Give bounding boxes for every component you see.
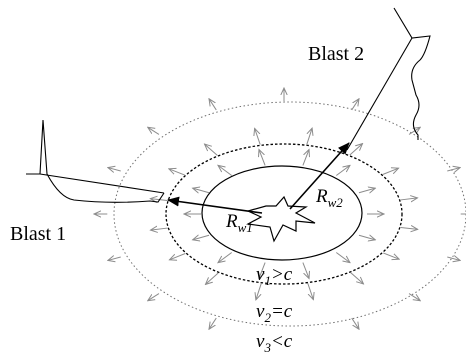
outward-arrow-icon [255, 128, 261, 145]
outward-arrow-icon [335, 165, 350, 176]
outward-arrow-icon [108, 168, 121, 171]
blast2-pressure-waveform [393, 7, 431, 140]
outward-arrow-icon [148, 127, 160, 135]
outward-arrow-icon [108, 257, 121, 260]
rw2-arrow [289, 142, 350, 210]
outward-arrow-icon [193, 188, 210, 193]
outward-arrow-icon [209, 317, 217, 329]
rw1-label: Rw1 [225, 211, 253, 235]
outward-arrow-icon [408, 293, 420, 301]
blast2-label: Blast 2 [308, 43, 364, 65]
outward-arrow-icon [205, 272, 219, 284]
outward-arrow-icon [350, 272, 364, 284]
v1-label: v1>c [256, 264, 293, 288]
outward-arrow-icon [358, 235, 375, 240]
outward-arrow-icon [400, 198, 418, 200]
outward-arrow-icon [193, 235, 210, 240]
outward-arrow-icon [259, 262, 266, 279]
outward-arrow-icon [302, 262, 309, 279]
middle-wavefront-ring [165, 143, 403, 285]
blast1-pressure-waveform [26, 119, 165, 203]
outward-arrow-icon [358, 188, 375, 193]
outward-arrow-icon [150, 228, 168, 230]
outward-arrow-icon [447, 257, 460, 260]
v2-label: v2=c [256, 301, 293, 325]
outward-arrow-icon [209, 99, 217, 111]
outward-arrow-icon [306, 128, 312, 145]
outward-arrow-icon [335, 252, 350, 263]
blast2-propagation-line [346, 37, 413, 151]
rw2-label: Rw2 [315, 186, 343, 210]
outward-arrow-icon [218, 165, 233, 176]
outward-arrow-icon [218, 252, 233, 263]
outward-arrow-icon [256, 283, 262, 300]
outward-arrow-icon [349, 144, 363, 156]
outward-arrow-icon [150, 199, 168, 201]
blast-source-star-icon [246, 195, 316, 243]
outward-arrow-icon [351, 99, 359, 111]
inner-wavefront-ring [201, 165, 363, 261]
outward-arrow-icon [383, 252, 399, 259]
outward-arrow-icon [148, 293, 160, 301]
outward-arrow-icon [351, 317, 359, 329]
outward-arrow-icon [169, 253, 186, 259]
outward-arrow-icon [447, 168, 460, 171]
outer-wavefront-ring [113, 101, 466, 327]
outward-arrows-group [94, 88, 466, 329]
outward-arrow-icon [204, 144, 218, 156]
v3-label: v3<c [256, 331, 293, 355]
outward-arrow-icon [169, 169, 185, 176]
blast1-propagation-line [39, 173, 165, 194]
rw1-arrow [167, 196, 263, 214]
outward-arrow-icon [400, 227, 418, 229]
outward-arrow-icon [302, 150, 309, 166]
blast1-label: Blast 1 [10, 223, 66, 245]
outward-arrow-icon [259, 150, 266, 166]
outward-arrow-icon [307, 283, 314, 299]
outward-arrow-icon [382, 168, 399, 175]
